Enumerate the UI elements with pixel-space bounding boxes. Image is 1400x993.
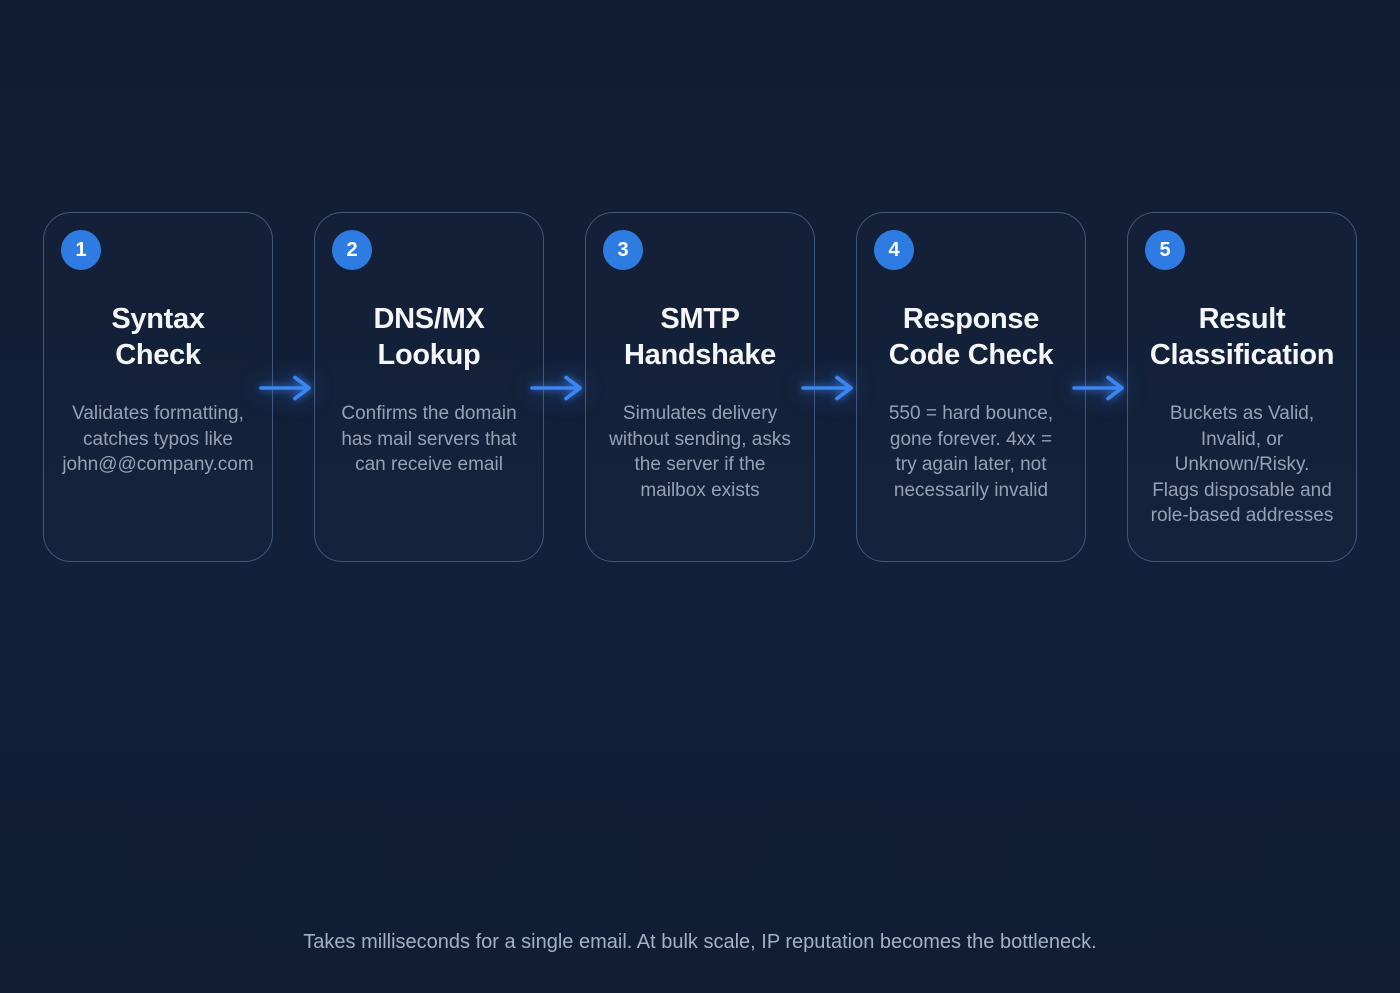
arrow-right-icon bbox=[1072, 375, 1124, 401]
step-number-badge: 3 bbox=[603, 230, 643, 270]
step-card-dns-mx-lookup: 2 DNS/MX Lookup Confirms the domain has … bbox=[314, 212, 544, 562]
arrow-right-icon bbox=[530, 375, 582, 401]
step-number-badge: 5 bbox=[1145, 230, 1185, 270]
step-description: Buckets as Valid, Invalid, or Unknown/Ri… bbox=[1150, 403, 1334, 526]
arrow-right-icon bbox=[259, 375, 311, 401]
footer-note: Takes milliseconds for a single email. A… bbox=[303, 931, 1097, 953]
step-number: 5 bbox=[1159, 238, 1171, 261]
step-card-smtp-handshake: 3 SMTP Handshake Simulates delivery with… bbox=[585, 212, 815, 562]
step-description: Confirms the domain has mail servers tha… bbox=[341, 403, 517, 475]
step-title: Syntax Check bbox=[111, 303, 205, 371]
step-title: DNS/MX Lookup bbox=[373, 303, 485, 371]
step-number: 4 bbox=[888, 238, 900, 261]
step-description: Validates formatting, catches typos like… bbox=[62, 403, 254, 475]
step-title: Response Code Check bbox=[888, 303, 1054, 371]
step-card-syntax-check: 1 Syntax Check Validates formatting, cat… bbox=[43, 212, 273, 562]
step-title: SMTP Handshake bbox=[623, 303, 777, 371]
step-number-badge: 4 bbox=[874, 230, 914, 270]
step-description: Simulates delivery without sending, asks… bbox=[609, 403, 791, 501]
step-title: Result Classification bbox=[1149, 303, 1335, 371]
step-card-result-classification: 5 Result Classification Buckets as Valid… bbox=[1127, 212, 1357, 562]
step-number-badge: 2 bbox=[332, 230, 372, 270]
step-number: 1 bbox=[75, 238, 87, 261]
step-card-response-code-check: 4 Response Code Check 550 = hard bounce,… bbox=[856, 212, 1086, 562]
step-number: 3 bbox=[617, 238, 629, 261]
step-description: 550 = hard bounce, gone forever. 4xx = t… bbox=[888, 403, 1054, 501]
arrow-right-icon bbox=[801, 375, 853, 401]
step-number: 2 bbox=[346, 238, 358, 261]
steps-row: 1 Syntax Check Validates formatting, cat… bbox=[43, 212, 1357, 562]
step-number-badge: 1 bbox=[61, 230, 101, 270]
